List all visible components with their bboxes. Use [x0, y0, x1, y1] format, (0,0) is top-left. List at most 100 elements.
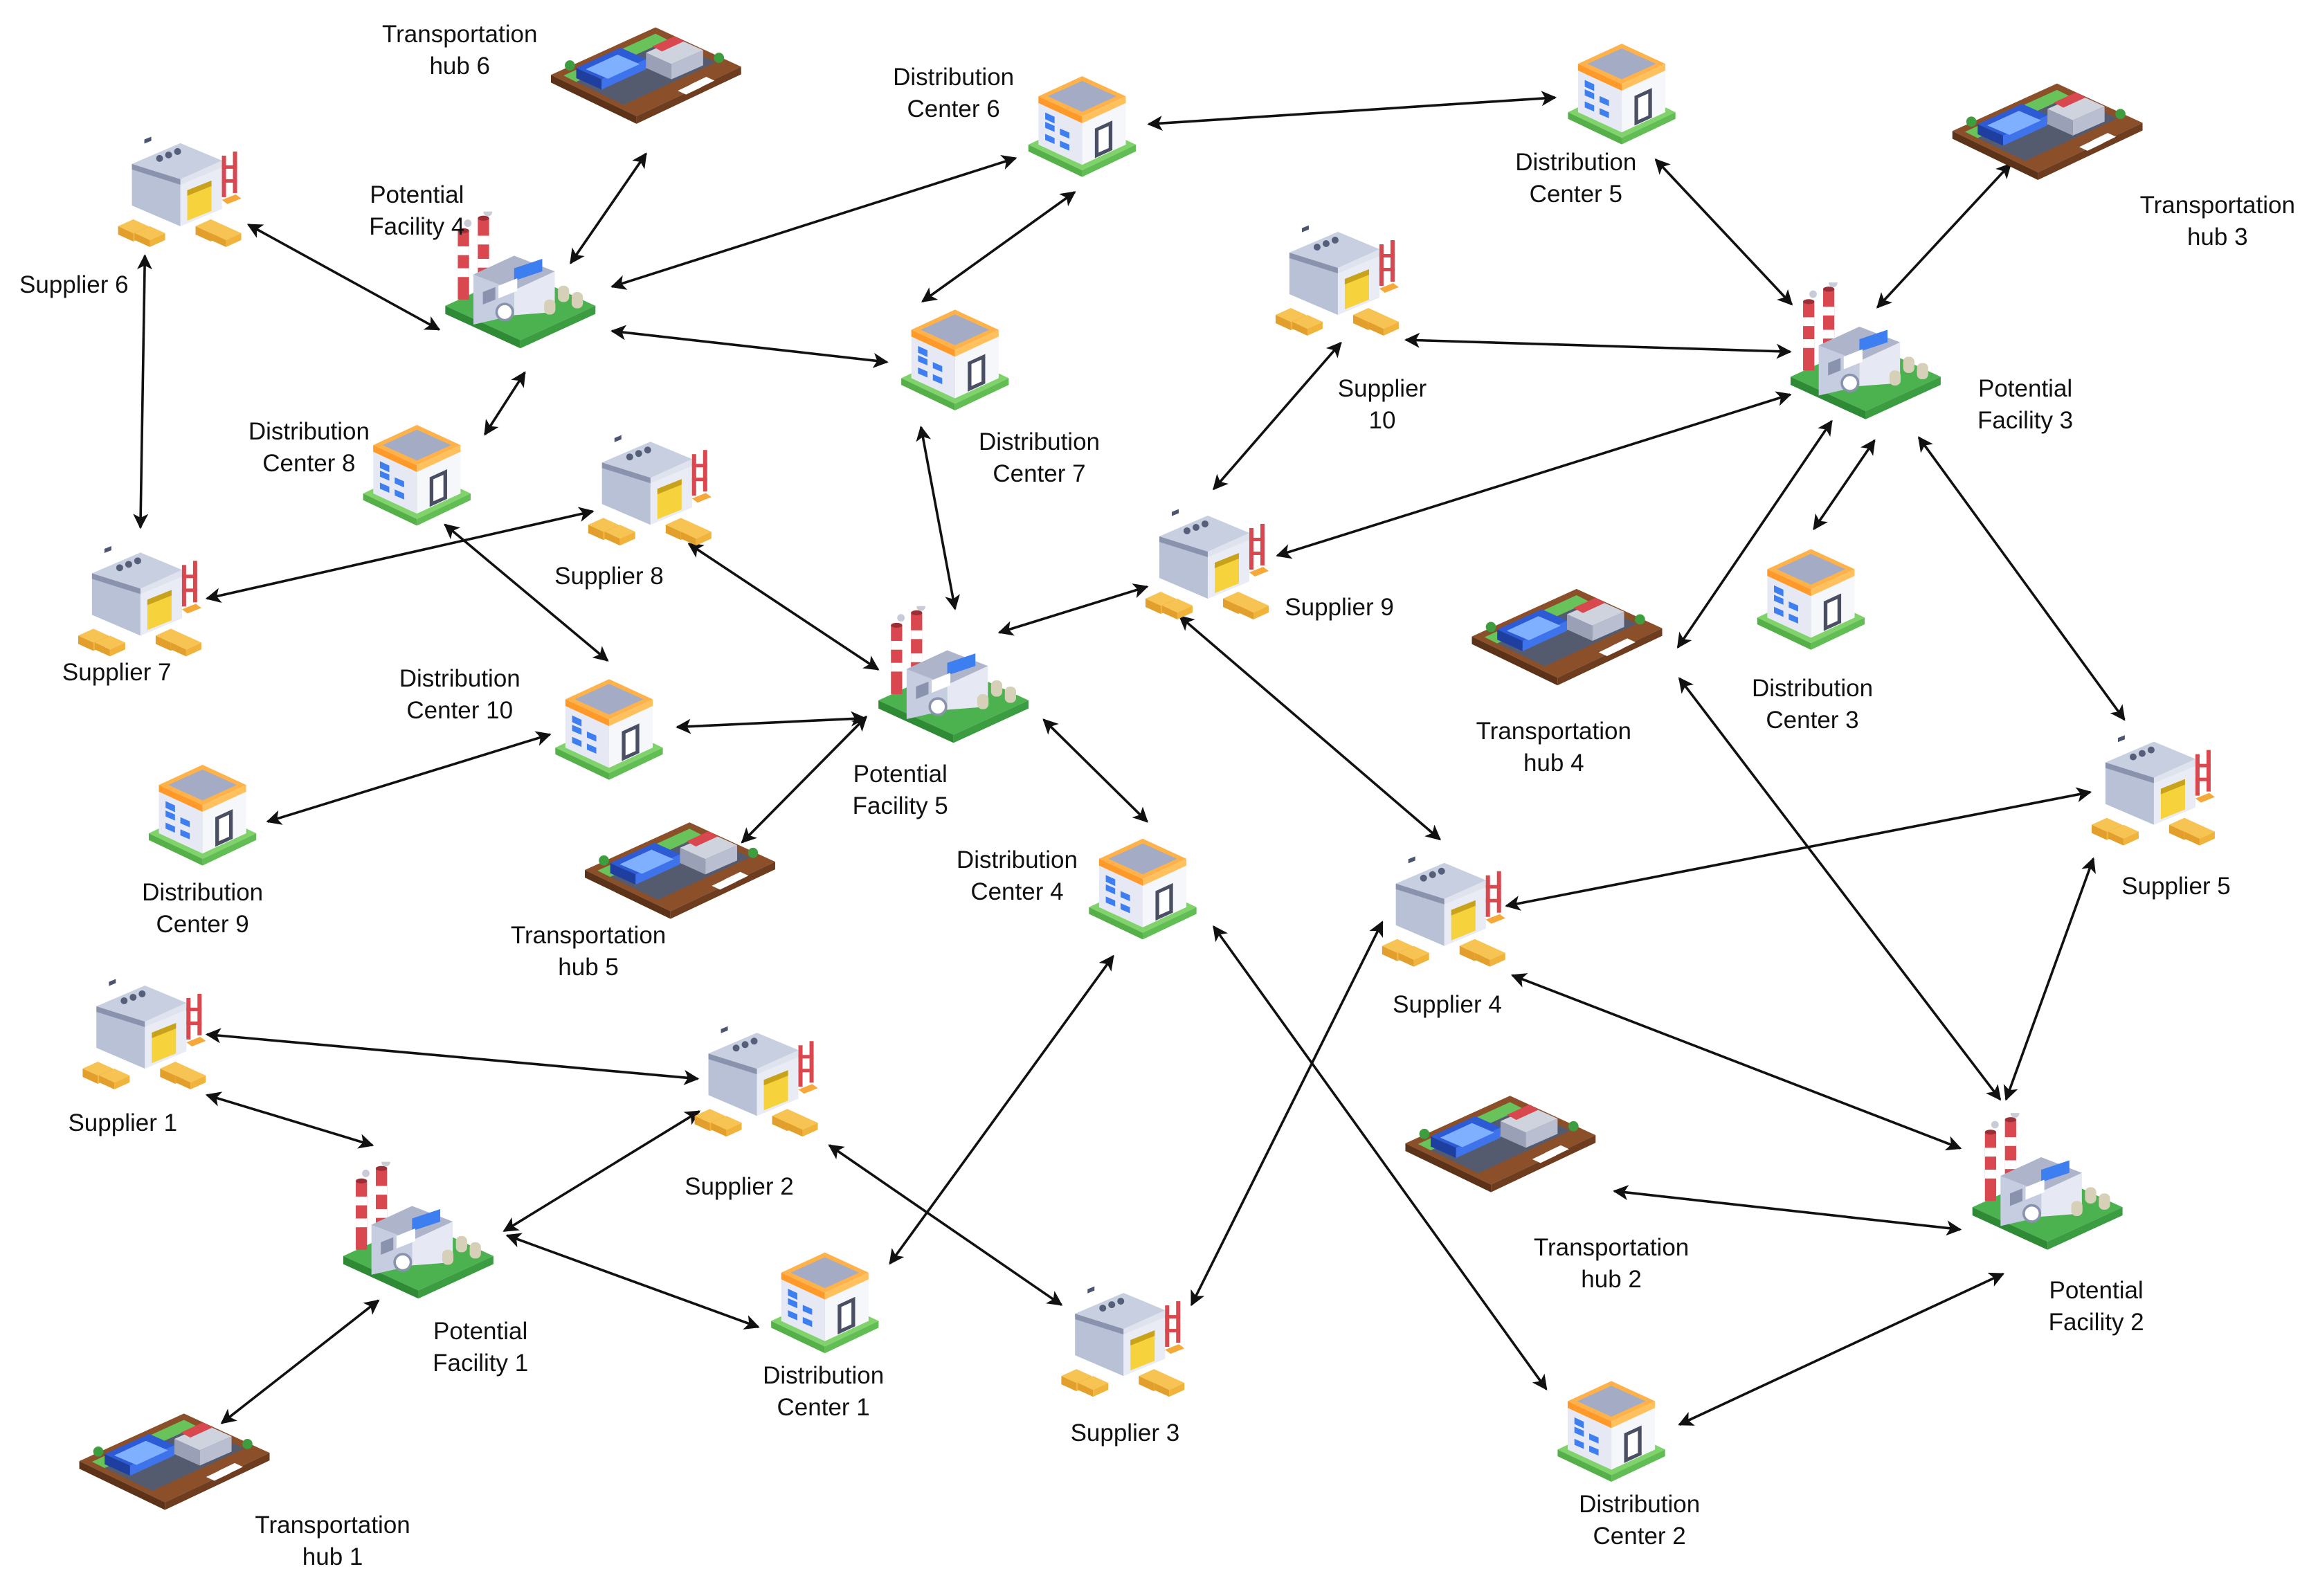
- link-fac1-dc1: [505, 1233, 760, 1330]
- transport-icon: [1405, 1094, 1596, 1194]
- facility-icon: [1971, 1113, 2124, 1251]
- fac4-label: Potential Facility 4: [369, 181, 465, 241]
- hub3-label: Transportation hub 3: [2139, 192, 2295, 251]
- link-dc10-dc9: [266, 731, 552, 825]
- link-sup10-fac3: [1404, 332, 1792, 359]
- distribution-icon: [1556, 1379, 1667, 1483]
- link-fac5-dc10: [676, 711, 867, 734]
- link-fac3-dc3: [1813, 439, 1876, 531]
- link-sup6-sup7: [133, 254, 152, 529]
- facility-icon: [342, 1161, 495, 1300]
- distribution-icon: [1756, 547, 1866, 651]
- facility-icon: [877, 606, 1030, 745]
- hub2-label: Transportation hub 2: [1533, 1233, 1690, 1293]
- link-dc6-dc7: [921, 191, 1076, 303]
- dc2-label: Distribution Center 2: [1579, 1491, 1701, 1550]
- transport-icon: [550, 26, 741, 125]
- dc10-label: Distribution Center 10: [399, 664, 520, 724]
- sup3-label: Supplier 3: [1070, 1420, 1180, 1447]
- distribution-icon: [1087, 837, 1198, 941]
- link-sup1-sup2: [205, 1028, 700, 1085]
- supplier-icon: [1061, 1286, 1185, 1397]
- fac3-label: Potential Facility 3: [1977, 375, 2074, 435]
- distribution-icon: [900, 308, 1010, 412]
- hub5-label: Transportation hub 5: [510, 922, 667, 981]
- supplier-icon: [1382, 856, 1505, 967]
- sup2-label: Supplier 2: [685, 1172, 794, 1200]
- link-sup4-fac2: [1510, 973, 1962, 1151]
- dc1-label: Distribution Center 1: [763, 1362, 885, 1422]
- supplier-icon: [2091, 735, 2215, 846]
- facility-icon: [1789, 282, 1942, 421]
- supplier-icon: [694, 1026, 818, 1137]
- distribution-icon: [1027, 75, 1137, 179]
- link-sup2-fac1: [502, 1110, 701, 1233]
- supplier-icon: [1145, 509, 1269, 619]
- dc6-label: Distribution Center 6: [893, 63, 1015, 123]
- link-fac3-hub4: [1676, 419, 1833, 649]
- supplier-icon: [118, 136, 242, 247]
- link-dc7-fac5: [916, 425, 960, 610]
- link-dc4-dc1: [889, 954, 1114, 1265]
- fac1-label: Potential Facility 1: [433, 1318, 529, 1377]
- distribution-icon: [147, 763, 257, 867]
- link-dc2-fac2: [1678, 1272, 2005, 1426]
- supplier-icon: [588, 435, 712, 546]
- link-fac5-sup9: [997, 583, 1149, 636]
- link-hub2-fac2: [1613, 1185, 1962, 1236]
- link-sup4-sup3: [1190, 921, 1384, 1307]
- hub6-label: Transportation hub 6: [382, 20, 538, 80]
- supplier-icon: [82, 979, 206, 1089]
- link-fac1-hub1: [220, 1299, 380, 1424]
- link-dc6-dc5: [1147, 91, 1557, 132]
- hub1-label: Transportation hub 1: [255, 1511, 410, 1570]
- transport-icon: [1472, 588, 1663, 687]
- sup9-label: Supplier 9: [1285, 593, 1394, 621]
- fac5-label: Potential Facility 5: [852, 761, 948, 820]
- link-sup5-sup4: [1505, 787, 2092, 911]
- distribution-icon: [770, 1251, 880, 1354]
- facility-icon: [444, 211, 597, 350]
- sup10-label: Supplier 10: [1337, 375, 1427, 435]
- transport-icon: [79, 1412, 270, 1512]
- link-hub3-fac3: [1876, 163, 2012, 309]
- link-sup7-sup8: [205, 507, 595, 604]
- link-dc5-fac3: [1654, 158, 1793, 306]
- link-sup8-fac5: [687, 543, 880, 671]
- supplier-icon: [1275, 225, 1399, 336]
- link-fac5-dc4: [1042, 718, 1148, 823]
- dc7-label: Distribution Center 7: [978, 428, 1101, 487]
- link-dc8-dc10: [444, 523, 609, 662]
- supplier-icon: [78, 545, 201, 657]
- dc9-label: Distribution Center 9: [142, 879, 264, 938]
- sup4-label: Supplier 4: [1393, 990, 1502, 1018]
- sup6-label: Supplier 6: [19, 271, 129, 299]
- link-sup9-sup10: [1213, 341, 1342, 491]
- sup8-label: Supplier 8: [554, 562, 664, 590]
- link-sup5-fac2: [2003, 857, 2096, 1101]
- link-dc4-dc2: [1213, 925, 1548, 1390]
- dc8-label: Distribution Center 8: [248, 417, 370, 477]
- link-fac4-dc8: [484, 371, 526, 436]
- distribution-icon: [1566, 42, 1677, 146]
- link-fac4-dc7: [610, 325, 889, 368]
- dc5-label: Distribution Center 5: [1515, 149, 1637, 208]
- link-fac5-hub5: [741, 716, 868, 844]
- link-sup6-fac4: [246, 223, 441, 331]
- link-hub4-fac2: [1678, 677, 2002, 1101]
- hub4-label: Transportation hub 4: [1476, 718, 1631, 777]
- link-fac3-sup5: [1917, 436, 2126, 721]
- link-sup9-sup4: [1178, 615, 1441, 841]
- sup1-label: Supplier 1: [68, 1109, 178, 1136]
- link-fac4-dc6: [610, 154, 1017, 290]
- sup7-label: Supplier 7: [62, 658, 172, 686]
- distribution-icon: [554, 678, 664, 781]
- distribution-icon: [362, 424, 472, 527]
- dc3-label: Distribution Center 3: [1751, 675, 1874, 734]
- fac2-label: Potential Facility 2: [2048, 1276, 2144, 1336]
- dc4-label: Distribution Center 4: [956, 846, 1078, 906]
- transport-icon: [1952, 82, 2143, 181]
- link-sup2-sup3: [828, 1144, 1063, 1306]
- sup5-label: Supplier 5: [2121, 873, 2231, 900]
